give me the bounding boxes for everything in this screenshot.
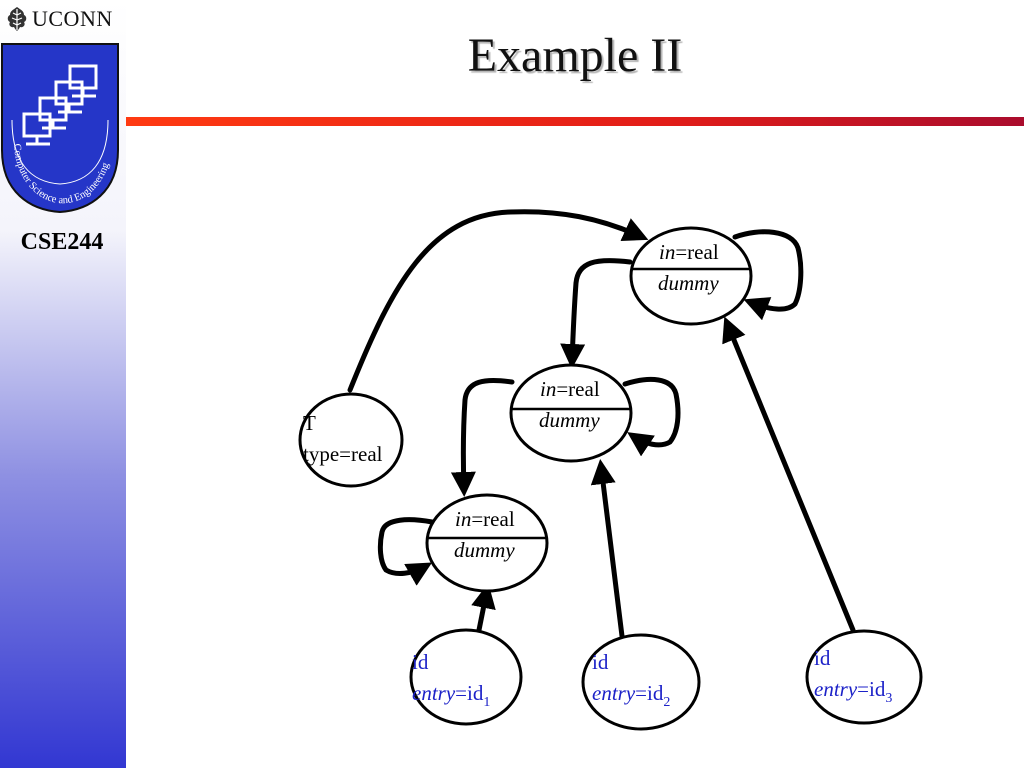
self-loop-low (377, 517, 435, 586)
record-low-dummy: dummy (454, 538, 515, 562)
computer-screens-icon (22, 64, 98, 146)
record-node-top: in=real dummy (629, 226, 753, 326)
record-low-value: =real (471, 507, 514, 531)
id-node-2-entry: entry (592, 681, 636, 705)
id-node-3-entry: entry (814, 677, 858, 701)
record-top-dummy: dummy (658, 271, 719, 295)
id-node-1-sub: 1 (483, 695, 490, 710)
university-name: UCONN (32, 6, 113, 31)
id-node-2: id entry=id2 (581, 633, 701, 731)
slide-title: Example II (467, 29, 683, 82)
edge-type-to-top (347, 209, 649, 393)
id-node-1-entry: entry (412, 681, 456, 705)
department-logo: Computer Science and Engineering (1, 43, 119, 214)
id-node-2-label: id (592, 650, 609, 674)
oak-leaf-icon (7, 7, 27, 31)
id-node-3-label: id (814, 646, 831, 670)
type-node-attr: type=real (303, 442, 383, 466)
id-node-2-value: =id (635, 681, 664, 705)
title-divider (126, 117, 1024, 126)
id-node-1: id entry=id1 (409, 628, 523, 726)
edge-id3-to-top (722, 316, 856, 633)
record-top-value: =real (675, 240, 718, 264)
self-loop-mid (622, 376, 681, 457)
uconn-wordmark: UCONN (6, 6, 113, 32)
record-top-in: in (659, 240, 675, 264)
edge-id2-to-mid (590, 459, 625, 639)
id-node-3: id entry=id3 (805, 629, 923, 725)
svg-text:in=real: in=real (659, 240, 719, 264)
type-node-label: T (303, 411, 316, 435)
self-loop-top (732, 229, 804, 321)
type-node: T type=real (298, 392, 404, 488)
id-node-3-value: =id (857, 677, 886, 701)
edge-top-to-mid (560, 258, 633, 369)
course-code: CSE244 (20, 229, 104, 255)
record-node-middle: in=real dummy (509, 363, 633, 463)
svg-text:in=real: in=real (455, 507, 515, 531)
id-node-1-value: =id (455, 681, 484, 705)
sidebar: UCONN Computer Science and Engineering C… (0, 0, 126, 768)
record-mid-dummy: dummy (539, 408, 600, 432)
id-node-3-sub: 3 (885, 691, 892, 706)
edge-mid-to-low (450, 377, 515, 497)
record-mid-value: =real (556, 377, 599, 401)
svg-text:entry=id2: entry=id2 (592, 681, 670, 710)
record-mid-in: in (540, 377, 556, 401)
record-node-lower: in=real dummy (425, 493, 549, 593)
edge-id1-to-low (471, 583, 496, 633)
svg-text:entry=id1: entry=id1 (412, 681, 490, 710)
id-node-2-sub: 2 (663, 695, 670, 710)
record-low-in: in (455, 507, 471, 531)
id-node-1-label: id (412, 650, 429, 674)
svg-text:entry=id3: entry=id3 (814, 677, 892, 706)
svg-text:in=real: in=real (540, 377, 600, 401)
